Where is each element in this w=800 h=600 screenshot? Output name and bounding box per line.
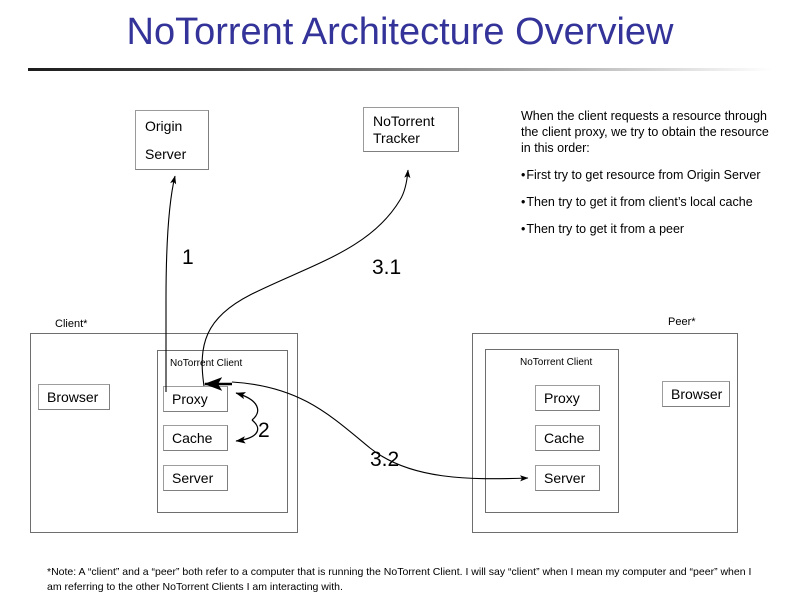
explainer-bullet-3: Then try to get it from a peer [521,221,771,237]
client-notorrent-client-title: NoTorrent Client [170,358,243,369]
client-proxy-box[interactable]: Proxy [163,386,228,412]
origin-server-line1: Origin [145,118,183,134]
client-server-box[interactable]: Server [163,465,228,491]
explainer-intro: When the client requests a resource thro… [521,109,769,155]
node-origin-server[interactable]: Origin Server [135,110,209,170]
title-divider [28,68,772,71]
footnote-text: *Note: A “client” and a “peer” both refe… [47,566,752,593]
peer-browser-box[interactable]: Browser [662,381,730,407]
peer-cache-box[interactable]: Cache [535,425,600,451]
flow-label-1: 1 [182,246,194,269]
client-browser-box[interactable]: Browser [38,384,110,410]
client-group-label: Client* [55,318,88,330]
explainer-bullet-1: First try to get resource from Origin Se… [521,167,771,183]
tracker-line1: NoTorrent [373,113,435,129]
peer-group-label: Peer* [668,316,696,328]
peer-server-box[interactable]: Server [535,465,600,491]
node-notorrent-tracker[interactable]: NoTorrent Tracker [363,107,459,152]
peer-notorrent-client-title: NoTorrent Client [520,357,593,368]
flow-label-3-2: 3.2 [370,448,400,471]
origin-server-line2: Server [145,146,187,162]
tracker-line2: Tracker [373,130,420,146]
explainer-bullet-2: Then try to get it from client’s local c… [521,194,771,210]
flow-label-3-1: 3.1 [372,256,402,279]
client-cache-box[interactable]: Cache [163,425,228,451]
page-title: NoTorrent Architecture Overview [126,11,674,53]
explainer-panel: When the client requests a resource thro… [521,108,771,248]
peer-proxy-box[interactable]: Proxy [535,385,600,411]
